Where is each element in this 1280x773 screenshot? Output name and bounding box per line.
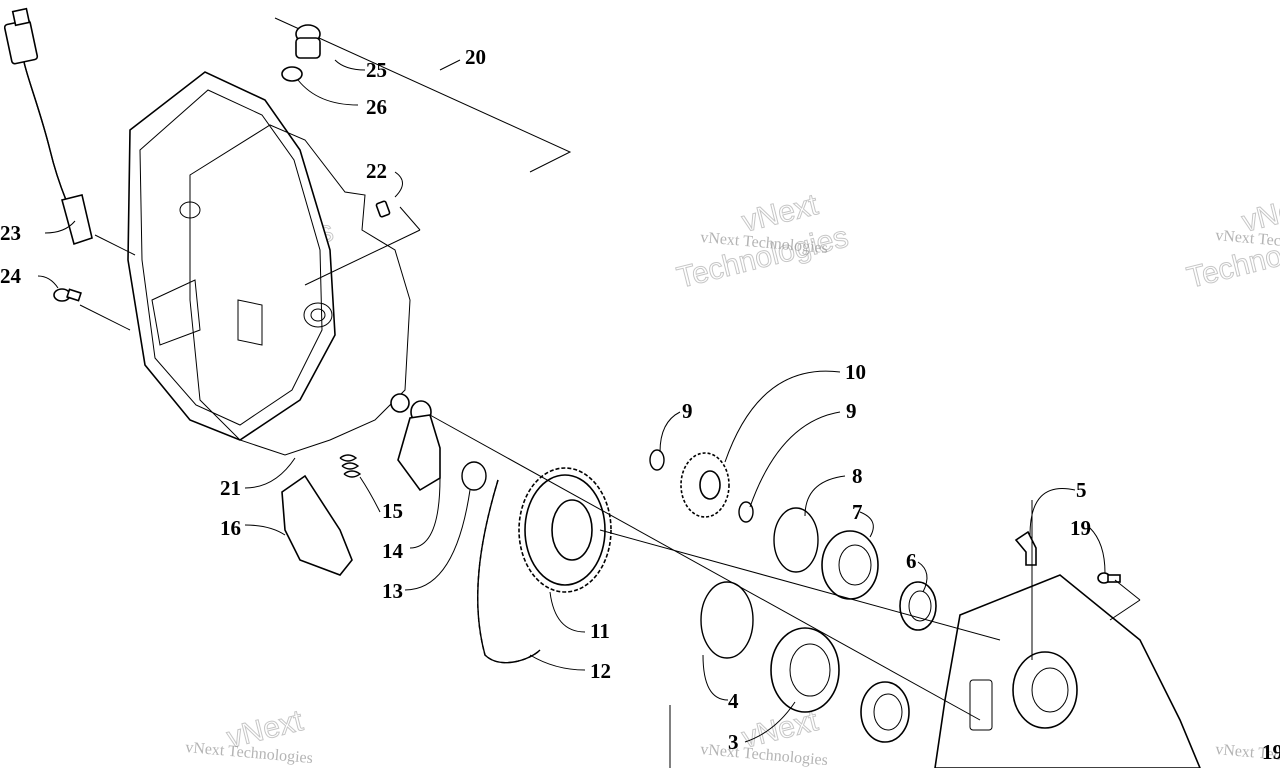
sensor-cable-part — [3, 7, 93, 246]
callout-26: 26 — [366, 95, 387, 119]
chaincase-housing-part — [934, 574, 1202, 769]
callout-24: 24 — [0, 264, 22, 288]
callout-7: 7 — [852, 500, 863, 524]
callout-25: 25 — [366, 58, 387, 82]
callout-12: 12 — [590, 659, 611, 683]
tensioner-arm-part — [390, 393, 441, 492]
o-ring-4 — [700, 581, 754, 659]
bolt-19-part — [1097, 572, 1121, 584]
callout-15: 15 — [382, 499, 403, 523]
seal-6 — [899, 581, 937, 631]
chaincase-cover-part — [127, 71, 411, 456]
callout-4: 4 — [728, 689, 739, 713]
watermark-4: vNext vNext Technologies — [185, 704, 314, 768]
callout-13: 13 — [382, 579, 403, 603]
callout-21: 21 — [220, 476, 241, 500]
elbow-fitting-part — [1014, 530, 1037, 566]
watermark-3: vNext vNext Technologies Technologies — [1183, 188, 1280, 296]
callout-16: 16 — [220, 516, 241, 540]
bearing-7 — [821, 530, 879, 600]
snap-ring-13 — [461, 461, 487, 491]
callout-8: 8 — [852, 464, 863, 488]
callout-9b: 9 — [846, 399, 857, 423]
bolt-part — [53, 288, 82, 302]
retaining-ring-9a — [649, 449, 665, 471]
callout-19a: 19 — [1070, 516, 1091, 540]
callout-10: 10 — [845, 360, 866, 384]
bracket-20 — [274, 17, 572, 173]
shoe-part — [281, 474, 353, 576]
o-ring-8 — [773, 507, 819, 573]
callout-9a: 9 — [682, 399, 693, 423]
chain-part — [477, 479, 541, 664]
gear-part — [680, 452, 730, 518]
watermark-2: vNext vNext Technologies Technologies — [673, 188, 852, 296]
leader-lines — [37, 59, 1141, 768]
seal-lower — [860, 681, 910, 743]
plug-part — [281, 24, 321, 82]
callout-19b: 19 — [1262, 740, 1280, 764]
callout-labels: 20 25 26 22 23 24 10 9 9 8 7 6 5 19 19 2… — [0, 45, 1280, 764]
callout-5: 5 — [1076, 478, 1087, 502]
callout-14: 14 — [382, 539, 404, 563]
callout-22: 22 — [366, 159, 387, 183]
watermark-5: vNext vNext Technologies — [700, 704, 829, 770]
callout-20: 20 — [465, 45, 486, 69]
bearing-3 — [770, 627, 840, 713]
callout-23: 23 — [0, 221, 21, 245]
sprocket-part — [518, 467, 612, 593]
spring-part — [339, 454, 362, 478]
pin-part — [375, 200, 391, 218]
retaining-ring-9b — [738, 501, 754, 523]
callout-6: 6 — [906, 549, 917, 573]
callout-3: 3 — [728, 730, 739, 754]
callout-11: 11 — [590, 619, 610, 643]
